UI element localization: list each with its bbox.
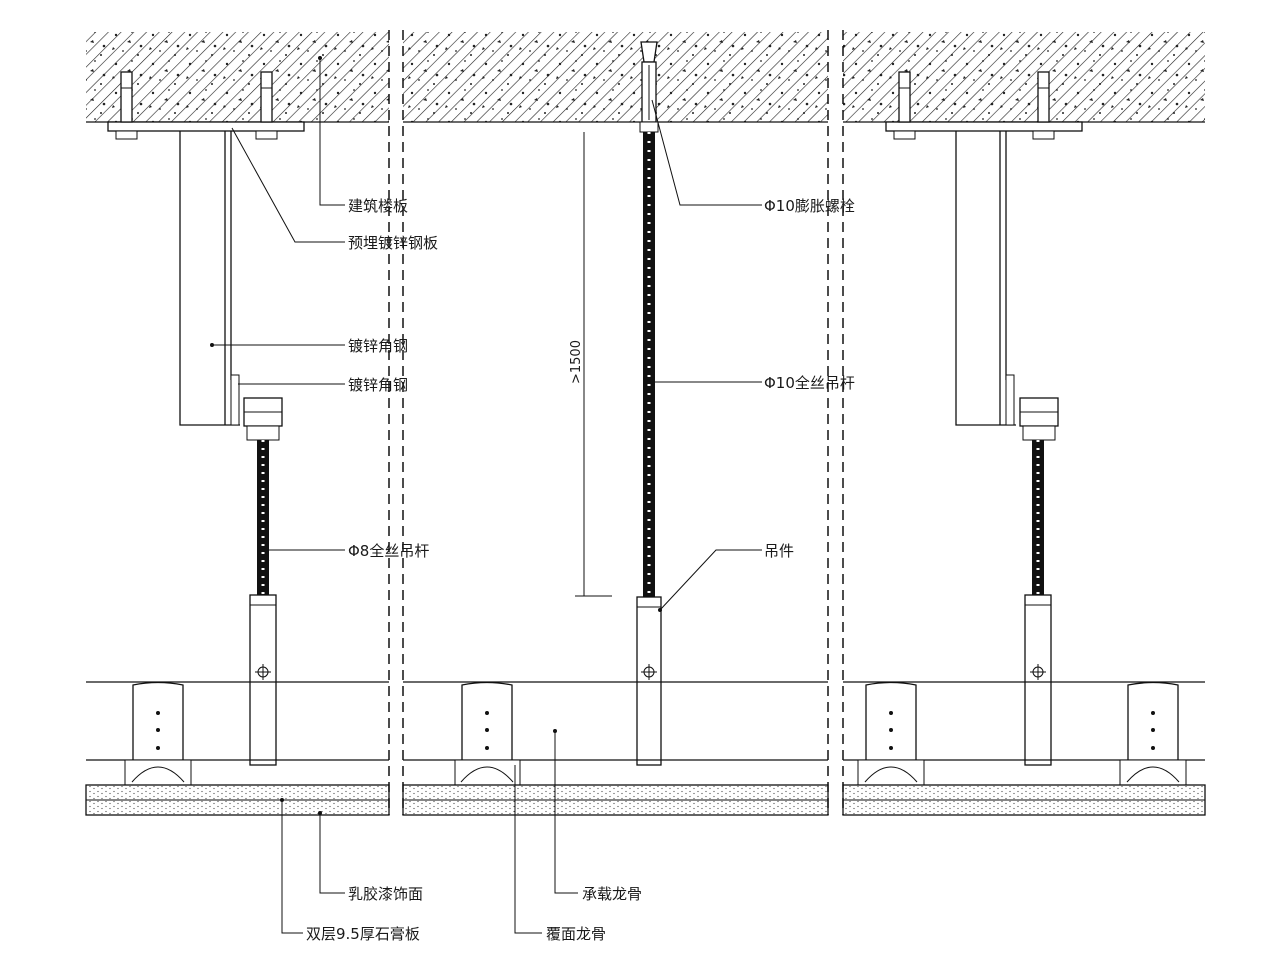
label-angle-steel-1: 镀锌角钢 (348, 337, 408, 355)
label-angle-steel-2: 镀锌角钢 (348, 376, 408, 394)
gypsum-board-layers (85, 784, 1206, 816)
embedded-plate (885, 121, 1083, 132)
label-latex-finish: 乳胶漆饰面 (348, 885, 423, 903)
cover-keel-profile (124, 681, 192, 786)
cover-keel-profiles (124, 681, 1187, 786)
cover-keel-profile (1119, 681, 1187, 786)
label-embedded-plate: 预埋镀锌钢板 (348, 234, 438, 252)
label-cover-keel: 覆面龙骨 (546, 925, 606, 943)
label-main-keel: 承载龙骨 (582, 885, 642, 903)
anchor-bolt-icon (1032, 71, 1055, 140)
label-rod-10: Φ10全丝吊杆 (764, 374, 855, 392)
cover-keel-profile (454, 681, 521, 786)
dimension-label: >1500 (569, 340, 584, 384)
label-hanger: 吊件 (764, 542, 794, 560)
anchor-bolt-icon (893, 71, 916, 140)
cover-keel-profile (857, 681, 925, 786)
leader-lines (210, 56, 762, 934)
anchor-bolt-icon (115, 71, 138, 140)
anchor-bolt-icon (255, 71, 278, 140)
break-lines (388, 30, 844, 815)
right-hanger-assembly (885, 71, 1083, 766)
label-slab: 建筑楼板 (348, 197, 408, 215)
label-gypsum-board: 双层9.5厚石膏板 (306, 925, 420, 943)
center-hanger-assembly (575, 41, 662, 766)
embedded-plate (107, 121, 305, 132)
label-expansion-bolt: Φ10膨胀螺栓 (764, 197, 855, 215)
label-rod-8: Φ8全丝吊杆 (348, 542, 429, 560)
left-hanger-assembly (107, 71, 305, 766)
